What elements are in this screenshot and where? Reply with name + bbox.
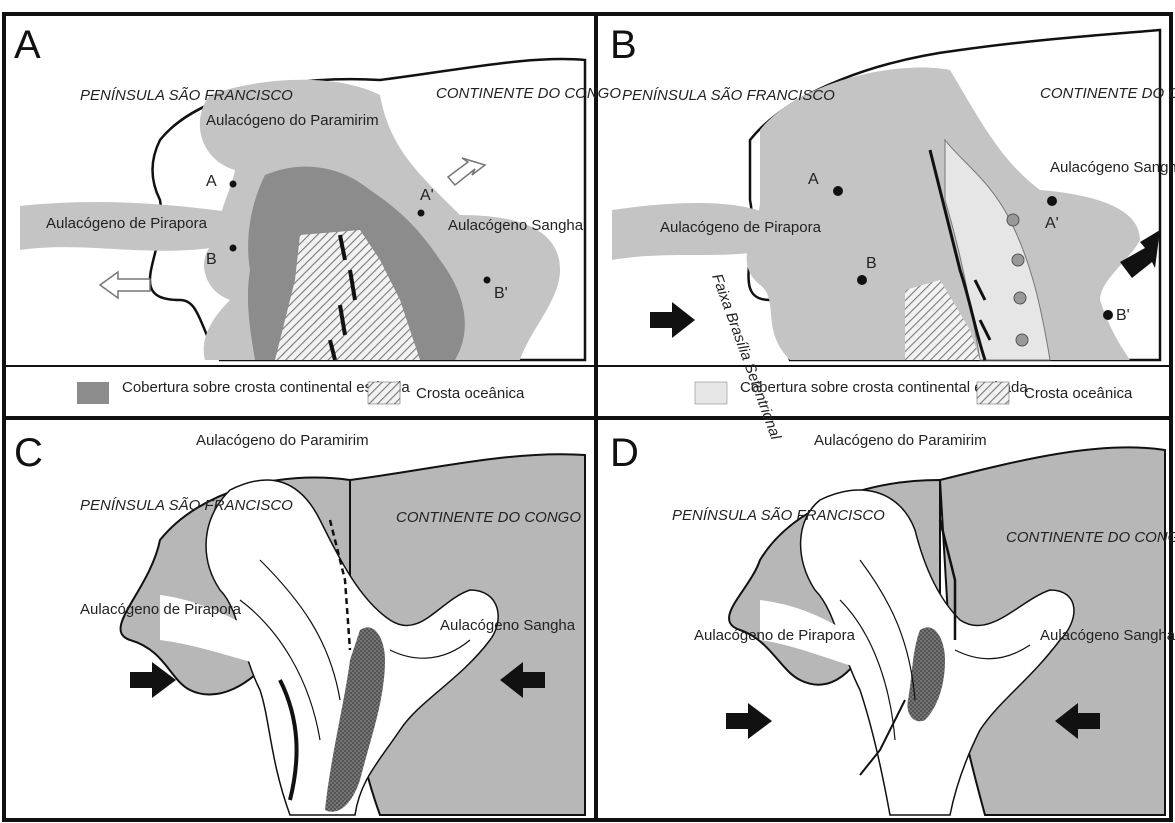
panel-b-point-a2-marker (1047, 196, 1057, 206)
panel-b-point-a: A (808, 171, 819, 188)
panel-a-point-b2-marker (484, 277, 491, 284)
panel-c: C PENÍNSULA SÃO FRANCISCO CONTINENTE DO … (14, 431, 585, 815)
panel-b-legend-oceanic: Crosta oceânica (1024, 385, 1133, 402)
panel-d-pirapora-label: Aulacógeno de Pirapora (694, 627, 856, 644)
panel-b-letter: B (610, 23, 637, 67)
panel-a-point-a: A (206, 173, 217, 190)
panel-a-legend-swatch-cover (77, 382, 109, 404)
panel-b-point-b-marker (857, 275, 867, 285)
panel-b-point-b: B (866, 255, 877, 272)
panel-d-continent-label: CONTINENTE DO CONGO (1006, 529, 1175, 546)
panel-b-continent-label: CONTINENTE DO CONGO (1040, 85, 1175, 102)
panel-c-letter: C (14, 431, 43, 475)
panel-c-paramirim-label: Aulacógeno do Paramirim (196, 432, 369, 449)
panel-b-point-b2-marker (1103, 310, 1113, 320)
panel-b-compression-arrow-west (650, 302, 695, 338)
panel-a-point-a2: A' (420, 187, 434, 204)
panel-a-extension-arrow-west (100, 272, 150, 298)
panel-c-continent-label: CONTINENTE DO CONGO (396, 509, 581, 526)
panel-a-sangha-label: Aulacógeno Sangha (448, 217, 584, 234)
panel-a-legend-swatch-oceanic (368, 382, 400, 404)
panel-b-legend-swatch-cover (695, 382, 727, 404)
panel-a-paramirim-label: Aulacógeno do Paramirim (206, 112, 379, 129)
panel-b-legend-swatch-oceanic (977, 382, 1009, 404)
panel-c-sangha-label: Aulacógeno Sangha (440, 617, 576, 634)
panel-b-point-a2: A' (1045, 215, 1059, 232)
panel-a-legend-cover: Cobertura sobre crosta continental estir… (122, 379, 410, 396)
panel-d-paramirim-label: Aulacógeno do Paramirim (814, 432, 987, 449)
panel-a-point-b: B (206, 251, 217, 268)
panel-a-continent-label: CONTINENTE DO CONGO (436, 85, 621, 102)
panel-b-sangha-label: Aulacógeno Sangha (1050, 159, 1175, 176)
panel-b-point-b2: B' (1116, 307, 1130, 324)
panel-d-compression-arrow-west (726, 703, 772, 739)
panel-b: B PENÍNSULA SÃO FRANCISCO CONTINENTE DO … (610, 23, 1175, 443)
panel-a-legend-oceanic: Crosta oceânica (416, 385, 525, 402)
panel-d-letter: D (610, 431, 639, 475)
panel-b-peninsula-label: PENÍNSULA SÃO FRANCISCO (622, 87, 835, 104)
panel-b-pirapora-label: Aulacógeno de Pirapora (660, 219, 822, 236)
panel-a: A PENÍNSULA SÃO FRANCISCO CONTINENTE DO … (14, 23, 621, 404)
panel-c-peninsula-label: PENÍNSULA SÃO FRANCISCO (80, 497, 293, 514)
panel-a-pirapora-label: Aulacógeno de Pirapora (46, 215, 208, 232)
panel-a-point-b-marker (230, 245, 237, 252)
panel-d-sangha-label: Aulacógeno Sangha (1040, 627, 1175, 644)
panel-a-letter: A (14, 23, 41, 67)
panel-a-point-b2: B' (494, 285, 508, 302)
panel-a-peninsula-label: PENÍNSULA SÃO FRANCISCO (80, 87, 293, 104)
panel-b-point-a-marker (833, 186, 843, 196)
panel-d: D PENÍNSULA SÃO FRANCISCO CONTINENTE DO … (610, 431, 1175, 815)
panel-a-point-a2-marker (418, 210, 425, 217)
panel-d-peninsula-label: PENÍNSULA SÃO FRANCISCO (672, 507, 885, 524)
panel-a-point-a-marker (230, 181, 237, 188)
panel-c-pirapora-label: Aulacógeno de Pirapora (80, 601, 242, 618)
